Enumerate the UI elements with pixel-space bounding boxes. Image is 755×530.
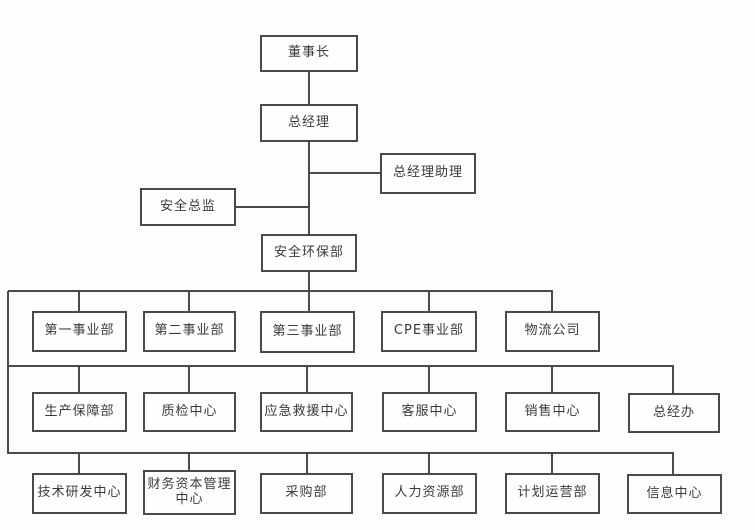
connector-v-line bbox=[428, 366, 430, 392]
connector-h-line bbox=[8, 290, 553, 292]
org-node-second-division: 第二事业部 bbox=[143, 311, 236, 352]
org-node-third-division: 第三事业部 bbox=[260, 311, 355, 353]
connector-h-line bbox=[309, 172, 380, 174]
org-node-procurement-dept: 采购部 bbox=[260, 473, 353, 514]
connector-h-line bbox=[8, 452, 674, 454]
connector-v-line bbox=[551, 366, 553, 392]
org-node-planning-operations: 计划运营部 bbox=[505, 473, 600, 514]
connector-v-line bbox=[188, 291, 190, 311]
org-node-info-center: 信息中心 bbox=[627, 474, 722, 514]
connector-v-line bbox=[188, 366, 190, 392]
org-node-logistics-company: 物流公司 bbox=[505, 311, 600, 352]
connector-v-line bbox=[428, 453, 430, 473]
org-node-cpe-division: CPE事业部 bbox=[381, 311, 477, 352]
connector-v-line bbox=[7, 291, 9, 454]
org-node-safety-env-dept: 安全环保部 bbox=[261, 234, 357, 272]
connector-v-line bbox=[428, 291, 430, 311]
connector-v-line bbox=[308, 142, 310, 234]
connector-h-line bbox=[236, 206, 309, 208]
org-node-general-manager: 总经理 bbox=[260, 104, 358, 142]
org-node-production-support: 生产保障部 bbox=[32, 392, 127, 432]
org-node-safety-director: 安全总监 bbox=[140, 188, 236, 226]
org-node-gm-assistant: 总经理助理 bbox=[380, 153, 476, 194]
connector-v-line bbox=[672, 366, 674, 393]
org-node-gm-office: 总经办 bbox=[628, 393, 720, 433]
org-node-hr-dept: 人力资源部 bbox=[382, 473, 477, 514]
connector-h-line bbox=[8, 365, 674, 367]
connector-v-line bbox=[306, 453, 308, 473]
connector-v-line bbox=[188, 453, 190, 473]
org-node-emergency-rescue: 应急救援中心 bbox=[260, 392, 353, 432]
org-node-chairman: 董事长 bbox=[260, 35, 358, 72]
connector-v-line bbox=[672, 453, 674, 474]
org-node-tech-rd-center: 技术研发中心 bbox=[32, 473, 127, 514]
connector-v-line bbox=[551, 453, 553, 473]
org-node-sales-center: 销售中心 bbox=[505, 392, 600, 432]
connector-v-line bbox=[78, 291, 80, 311]
connector-v-line bbox=[308, 72, 310, 104]
org-node-finance-capital: 财务资本管理中心 bbox=[143, 470, 236, 515]
org-node-first-division: 第一事业部 bbox=[32, 311, 127, 352]
connector-v-line bbox=[78, 453, 80, 473]
connector-v-line bbox=[306, 366, 308, 392]
connector-v-line bbox=[551, 291, 553, 311]
org-node-quality-inspection: 质检中心 bbox=[143, 392, 236, 432]
org-node-customer-service: 客服中心 bbox=[382, 392, 477, 432]
connector-v-line bbox=[78, 366, 80, 392]
